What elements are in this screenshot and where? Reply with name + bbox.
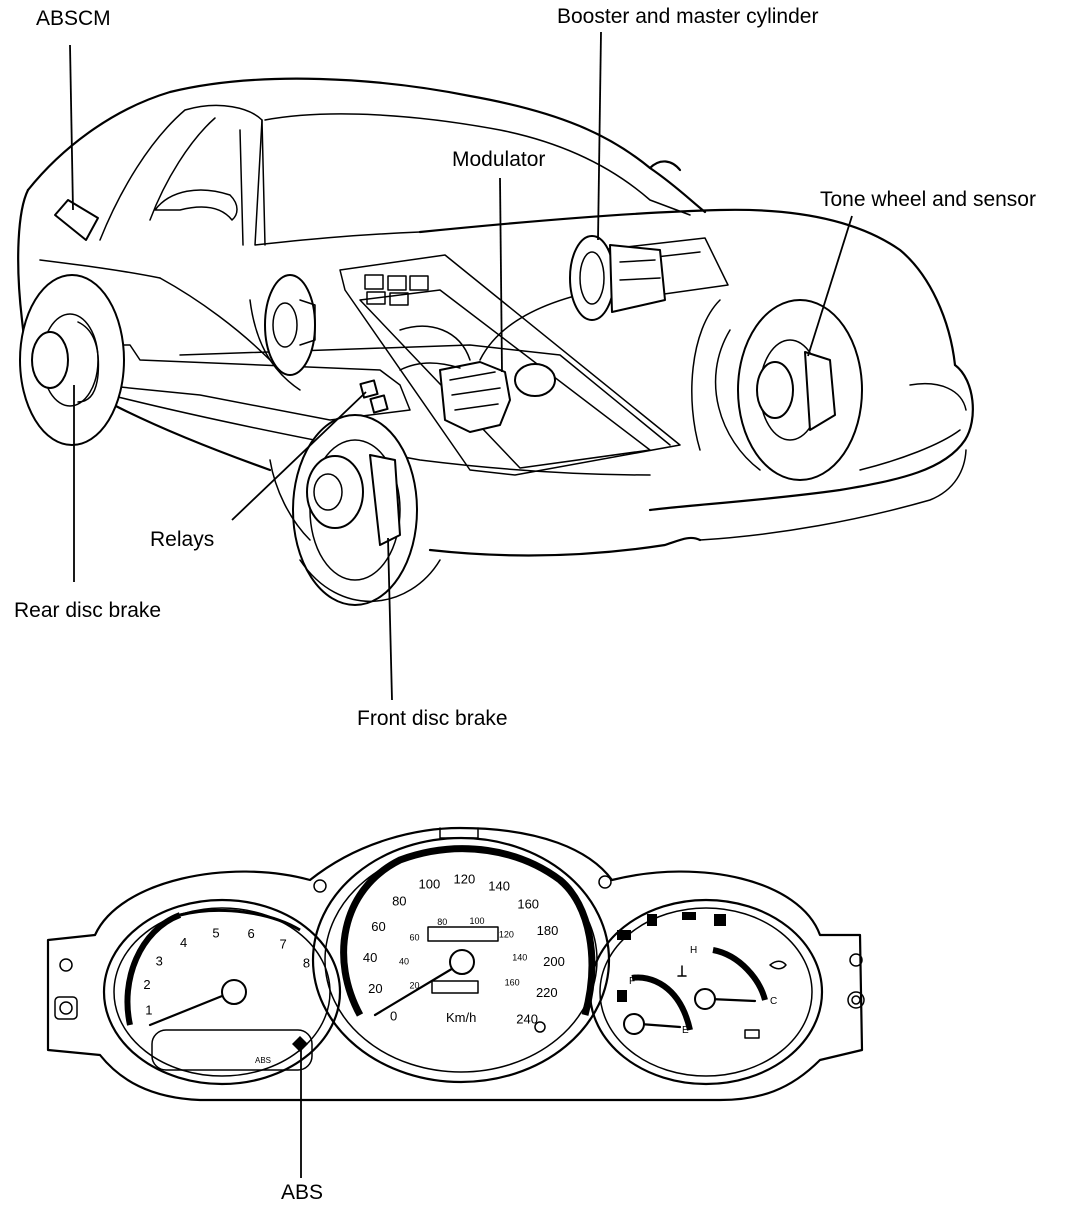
- leader-abscm: [69, 44, 74, 211]
- speedo-tick-11: 220: [536, 985, 558, 1000]
- leader-front-disc: [387, 537, 393, 701]
- fuel-e-label: E: [682, 1025, 689, 1036]
- label-relays: Relays: [150, 528, 215, 551]
- label-modulator: Modulator: [452, 148, 546, 171]
- mph-tick-4: 100: [469, 916, 484, 926]
- temp-h-label: H: [690, 945, 697, 956]
- tach-needle: [148, 990, 234, 1027]
- mph-tick-7: 160: [505, 977, 520, 987]
- tach-tick-4: 5: [212, 926, 219, 941]
- tach-tick-7: 8: [303, 955, 310, 970]
- speedo-tick-0: 0: [390, 1008, 397, 1023]
- tach-tick-3: 4: [180, 935, 187, 950]
- label-abscm: ABSCM: [36, 7, 111, 30]
- fuel-f-label: F: [629, 976, 635, 987]
- leader-relays: [231, 391, 367, 521]
- mph-tick-3: 80: [437, 917, 447, 927]
- label-tone-wheel: Tone wheel and sensor: [820, 188, 1036, 211]
- seatbelt-icon: [714, 914, 726, 926]
- instrument-cluster: [46, 826, 865, 1102]
- speed-unit: Km/h: [446, 1010, 476, 1025]
- abs-warning-icon: [292, 1036, 308, 1052]
- odometer-lcd: [151, 1029, 313, 1071]
- speedo-tick-12: 240: [516, 1011, 538, 1026]
- oil-icon: [682, 912, 696, 920]
- coolant-icon: [677, 965, 687, 977]
- speedo-needle: [373, 962, 462, 1017]
- speedo-tick-4: 80: [392, 893, 406, 908]
- leader-tone-wheel: [807, 215, 853, 357]
- fuel-pump-icon: [617, 990, 627, 1002]
- mph-tick-2: 60: [409, 932, 419, 942]
- temp-c-label: C: [770, 996, 777, 1007]
- oil-pressure-icon: [769, 960, 787, 970]
- tach-tick-2: 3: [156, 953, 163, 968]
- leader-modulator: [499, 177, 503, 373]
- speedo-tick-5: 100: [419, 877, 441, 892]
- speedo-tick-3: 60: [371, 919, 385, 934]
- tach-tick-5: 6: [247, 926, 254, 941]
- leader-lines: [69, 31, 853, 1178]
- fuel-needle: [638, 1022, 682, 1029]
- label-front-disc: Front disc brake: [357, 707, 508, 730]
- speedo-tick-9: 180: [537, 923, 559, 938]
- speedo-tick-2: 40: [363, 950, 377, 965]
- label-rear-disc: Rear disc brake: [14, 599, 162, 622]
- warning-icon: [617, 930, 631, 940]
- speedo-tick-7: 140: [488, 878, 510, 893]
- mph-tick-1: 40: [399, 956, 409, 966]
- mph-tick-0: 20: [409, 980, 419, 990]
- lcd-abs-text: ABS: [255, 1056, 271, 1065]
- battery-icon: [744, 1029, 760, 1039]
- mph-tick-5: 120: [499, 929, 514, 939]
- speedo-kmh-labels: 0 20 40 60 80 100 120 140 160 180 200 220 240: [363, 871, 565, 1026]
- tach-tick-0: 1: [145, 1002, 152, 1017]
- speedo-mph-labels: 20 40 60 80 100 120 140 160: [399, 916, 527, 991]
- mph-tick-6: 140: [512, 953, 527, 963]
- temp-needle: [708, 997, 757, 1003]
- speedo-tick-10: 200: [543, 954, 565, 969]
- speedo-tick-8: 160: [517, 896, 539, 911]
- door-icon: [647, 914, 657, 926]
- tach-tick-6: 7: [279, 937, 286, 952]
- car-illustration: [17, 77, 974, 606]
- speedo-tick-1: 20: [368, 981, 382, 996]
- tach-tick-1: 2: [143, 977, 150, 992]
- speedo-tick-6: 120: [454, 871, 476, 886]
- label-abs: ABS: [281, 1181, 324, 1204]
- leader-booster: [597, 31, 602, 241]
- label-booster: Booster and master cylinder: [557, 5, 819, 28]
